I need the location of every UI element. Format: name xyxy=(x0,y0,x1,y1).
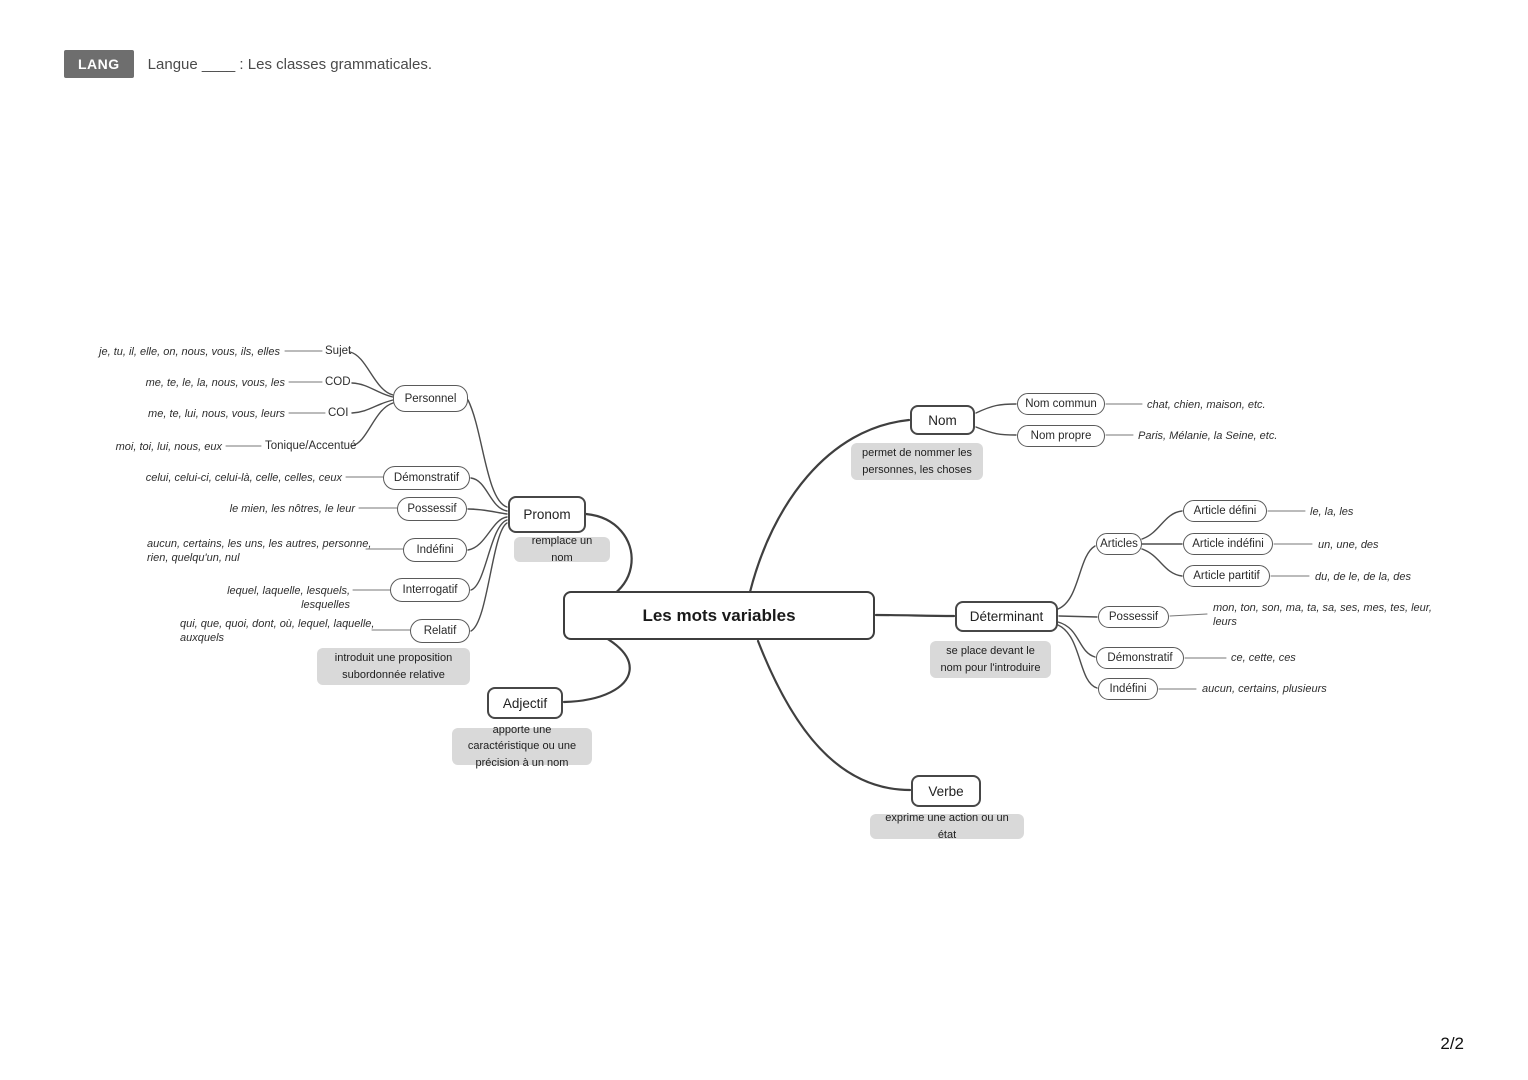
page-number: 2/2 xyxy=(1440,1034,1464,1053)
node-determinant-possessif: Possessif xyxy=(1098,606,1169,628)
node-les-mots-variables: Les mots variables xyxy=(563,591,875,640)
node-article-indefini: Article indéfini xyxy=(1183,533,1273,555)
leaf-pronom-possessif: le mien, les nôtres, le leur xyxy=(229,503,355,515)
tag-tonique-accentue: Tonique/Accentué xyxy=(265,440,357,452)
leaf-pronom-personnel-cod: me, te, le, la, nous, vous, les xyxy=(145,377,285,389)
tag-coi: COI xyxy=(328,407,349,419)
node-determinant-articles: Articles xyxy=(1096,533,1142,555)
caption-verbe: exprime une action ou un état xyxy=(870,812,1024,841)
leaf-determinant-possessif: mon, ton, son, ma, ta, sa, ses, mes, tes… xyxy=(1213,602,1432,629)
caption-pronom-relatif: introduit une proposition subordonnée re… xyxy=(317,648,470,685)
node-determinant-indefini: Indéfini xyxy=(1098,678,1158,700)
leaf-pronom-relatif: qui, que, quoi, dont, où, lequel, laquel… xyxy=(180,618,375,645)
leaf-article-partitif: du, de le, de la, des xyxy=(1315,571,1412,583)
caption-pronom: remplace un nom xyxy=(514,535,610,564)
page-header: LANG Langue ____ : Les classes grammatic… xyxy=(64,50,432,78)
leaf-pronom-interrogatif: lequel, laquelle, lesquels, lesquelles xyxy=(227,585,350,612)
page-title: Langue ____ : Les classes grammaticales. xyxy=(147,55,432,73)
node-pronom-demonstratif: Démonstratif xyxy=(383,466,470,490)
node-article-defini: Article défini xyxy=(1183,500,1267,522)
node-verbe: Verbe xyxy=(911,775,981,807)
leaf-pronom-demonstratif: celui, celui-ci, celui-là, celle, celles… xyxy=(145,472,342,484)
leaf-article-defini: le, la, les xyxy=(1310,506,1354,518)
leaf-nom-commun: chat, chien, maison, etc. xyxy=(1147,399,1266,411)
leaf-pronom-personnel-sujet: je, tu, il, elle, on, nous, vous, ils, e… xyxy=(99,346,280,358)
node-pronom: Pronom xyxy=(508,496,586,533)
node-determinant-demonstratif: Démonstratif xyxy=(1096,647,1184,669)
node-adjectif: Adjectif xyxy=(487,687,563,719)
node-determinant: Déterminant xyxy=(955,601,1058,632)
tag-sujet: Sujet xyxy=(325,345,352,357)
node-nom: Nom xyxy=(910,405,975,435)
node-pronom-relatif: Relatif xyxy=(410,619,470,643)
node-pronom-possessif: Possessif xyxy=(397,497,467,521)
lang-badge: LANG xyxy=(64,50,134,78)
leaf-pronom-indefini: aucun, certains, les uns, les autres, pe… xyxy=(147,538,372,565)
caption-adjectif: apporte une caractéristique ou une préci… xyxy=(452,724,592,769)
node-pronom-indefini: Indéfini xyxy=(403,538,467,562)
leaf-pronom-personnel-tonique: moi, toi, lui, nous, eux xyxy=(115,441,222,453)
leaf-nom-propre: Paris, Mélanie, la Seine, etc. xyxy=(1138,430,1278,442)
caption-nom: permet de nommer les personnes, les chos… xyxy=(851,443,983,480)
node-pronom-interrogatif: Interrogatif xyxy=(390,578,470,602)
node-article-partitif: Article partitif xyxy=(1183,565,1270,587)
leaf-determinant-demonstratif: ce, cette, ces xyxy=(1231,652,1296,664)
node-nom-commun: Nom commun xyxy=(1017,393,1105,415)
node-pronom-personnel: Personnel xyxy=(393,385,468,412)
caption-determinant: se place devant le nom pour l'introduire xyxy=(930,641,1051,678)
tag-cod: COD xyxy=(325,376,351,388)
node-nom-propre: Nom propre xyxy=(1017,425,1105,447)
leaf-article-indefini: un, une, des xyxy=(1318,539,1379,551)
leaf-determinant-indefini: aucun, certains, plusieurs xyxy=(1202,683,1327,695)
leaf-pronom-personnel-coi: me, te, lui, nous, vous, leurs xyxy=(148,408,285,420)
